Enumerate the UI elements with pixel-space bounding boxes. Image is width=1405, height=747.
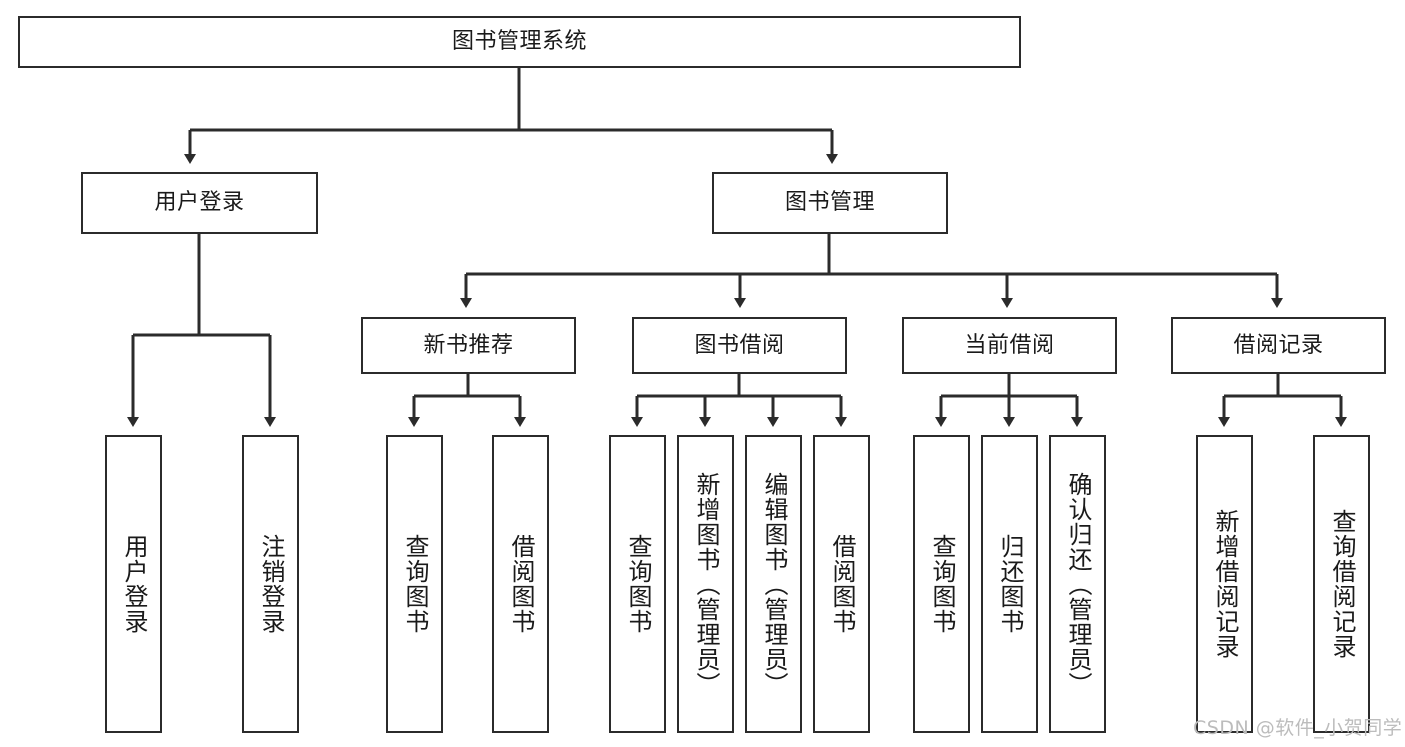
node-leaf-return-book-label: 归还图书 <box>995 534 1024 634</box>
node-leaf-edit-book-label: 编辑图书（管理员） <box>759 471 788 697</box>
node-borrow-record-label: 借阅记录 <box>1233 332 1324 358</box>
node-leaf-add-record-label: 新增借阅记录 <box>1210 509 1239 659</box>
node-new-book-recommend-label: 新书推荐 <box>423 332 514 358</box>
node-root-label: 图书管理系统 <box>451 29 587 55</box>
node-leaf-add-book[interactable]: 新增图书（管理员） <box>677 435 734 733</box>
watermark-text: CSDN @软件_小贺同学 <box>1193 717 1403 739</box>
node-leaf-borrow-book-2-label: 借阅图书 <box>827 534 856 634</box>
node-leaf-query-record[interactable]: 查询借阅记录 <box>1313 435 1370 733</box>
node-leaf-logout-label: 注销登录 <box>256 534 285 634</box>
node-leaf-query-book-3[interactable]: 查询图书 <box>913 435 970 733</box>
node-current-borrow[interactable]: 当前借阅 <box>902 317 1117 374</box>
node-leaf-logout[interactable]: 注销登录 <box>242 435 299 733</box>
node-leaf-confirm-return-label: 确认归还（管理员） <box>1063 471 1092 697</box>
node-leaf-user-login[interactable]: 用户登录 <box>105 435 162 733</box>
node-leaf-query-book-1[interactable]: 查询图书 <box>386 435 443 733</box>
node-leaf-borrow-book-1[interactable]: 借阅图书 <box>492 435 549 733</box>
node-leaf-borrow-book-2[interactable]: 借阅图书 <box>813 435 870 733</box>
node-leaf-query-book-2[interactable]: 查询图书 <box>609 435 666 733</box>
node-leaf-confirm-return[interactable]: 确认归还（管理员） <box>1049 435 1106 733</box>
node-leaf-add-record[interactable]: 新增借阅记录 <box>1196 435 1253 733</box>
node-leaf-borrow-book-1-label: 借阅图书 <box>506 534 535 634</box>
node-leaf-query-record-label: 查询借阅记录 <box>1327 509 1356 659</box>
node-leaf-add-book-label: 新增图书（管理员） <box>691 471 720 697</box>
node-book-borrow[interactable]: 图书借阅 <box>632 317 847 374</box>
node-leaf-query-book-1-label: 查询图书 <box>400 534 429 634</box>
node-root[interactable]: 图书管理系统 <box>18 16 1021 68</box>
node-leaf-return-book[interactable]: 归还图书 <box>981 435 1038 733</box>
node-user-login[interactable]: 用户登录 <box>81 172 318 234</box>
node-borrow-record[interactable]: 借阅记录 <box>1171 317 1386 374</box>
node-current-borrow-label: 当前借阅 <box>964 332 1055 358</box>
node-leaf-edit-book[interactable]: 编辑图书（管理员） <box>745 435 802 733</box>
node-leaf-query-book-3-label: 查询图书 <box>927 534 956 634</box>
node-book-management[interactable]: 图书管理 <box>712 172 948 234</box>
node-new-book-recommend[interactable]: 新书推荐 <box>361 317 576 374</box>
node-user-login-label: 用户登录 <box>154 190 245 216</box>
node-leaf-query-book-2-label: 查询图书 <box>623 534 652 634</box>
node-leaf-user-login-label: 用户登录 <box>119 534 148 634</box>
node-book-borrow-label: 图书借阅 <box>694 332 785 358</box>
node-book-management-label: 图书管理 <box>784 190 875 216</box>
